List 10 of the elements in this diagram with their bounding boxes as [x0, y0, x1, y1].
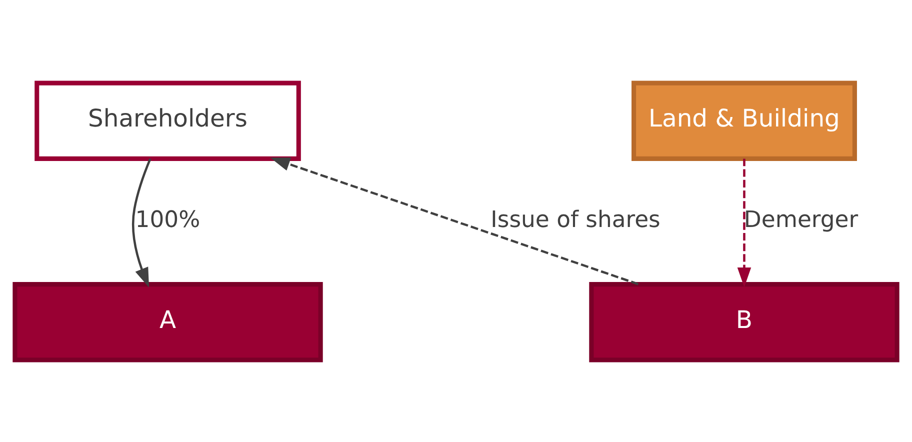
- arrow: [737, 158, 752, 287]
- node-box: Shareholders: [34, 80, 301, 160]
- node-box: Land & Building: [632, 80, 857, 160]
- edge-label: Issue of shares: [490, 206, 660, 232]
- node-box: A: [12, 282, 323, 362]
- edge-label: 100%: [135, 206, 200, 232]
- arrow: [132, 158, 152, 287]
- edge-label: Demerger: [744, 206, 858, 232]
- arrow: [270, 157, 639, 285]
- node-box: B: [589, 282, 900, 362]
